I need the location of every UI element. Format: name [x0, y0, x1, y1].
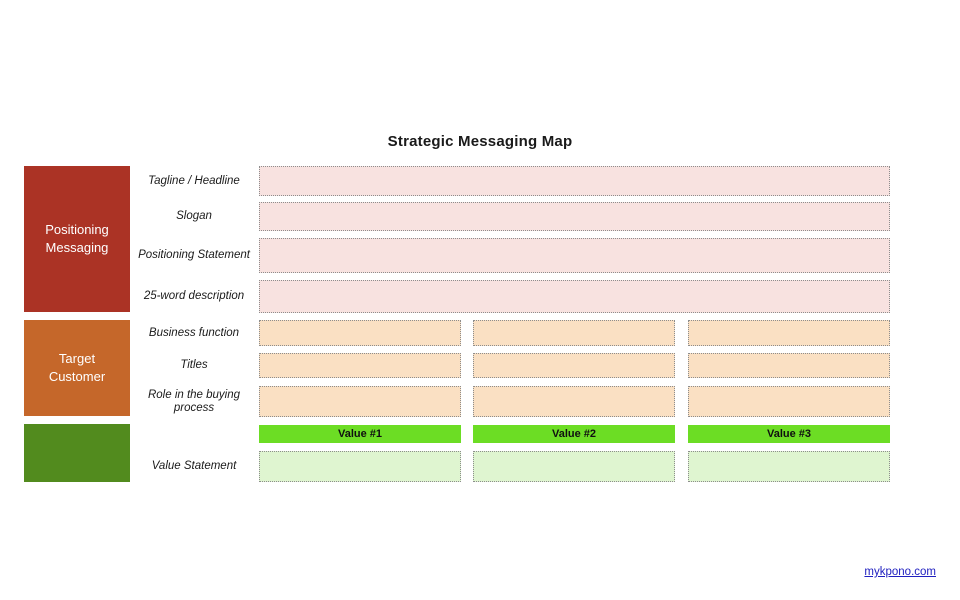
- row-label-value-statement: Value Statement: [151, 460, 237, 472]
- field-positioning-statement[interactable]: [259, 238, 890, 273]
- field-business-function-col1[interactable]: [259, 320, 461, 346]
- category-label-positioning-line2: Messaging: [45, 240, 109, 255]
- row-label-slogan: Slogan: [176, 210, 212, 222]
- category-label-target-line1: Target: [58, 351, 96, 366]
- value-header-3: Value #3: [688, 425, 890, 443]
- category-label-positioning-line1: Positioning: [45, 222, 109, 237]
- footer-link-mykpono[interactable]: mykpono.com: [864, 566, 936, 578]
- row-label-business-function: Business function: [148, 326, 240, 339]
- value-header-1: Value #1: [259, 425, 461, 443]
- field-value-statement-col3[interactable]: [688, 451, 890, 482]
- field-role-in-buying-process-col2[interactable]: [473, 386, 675, 417]
- field-role-in-buying-process-col3[interactable]: [688, 386, 890, 417]
- field-25-word-description[interactable]: [259, 280, 890, 313]
- value-header-2: Value #2: [473, 425, 675, 443]
- field-business-function-col2[interactable]: [473, 320, 675, 346]
- row-label-positioning-statement: Positioning Statement: [138, 249, 250, 261]
- page-title: Strategic Messaging Map: [387, 133, 573, 150]
- field-value-statement-col1[interactable]: [259, 451, 461, 482]
- field-titles-col2[interactable]: [473, 353, 675, 378]
- category-label-target-line2: Customer: [48, 369, 106, 384]
- row-label-tagline: Tagline / Headline: [148, 174, 240, 187]
- field-role-in-buying-process-col1[interactable]: [259, 386, 461, 417]
- field-titles-col1[interactable]: [259, 353, 461, 378]
- field-tagline[interactable]: [259, 166, 890, 196]
- category-block-positioning: Positioning Messaging: [24, 166, 130, 312]
- row-label-role-in-buying-process: Role in the buying process: [147, 388, 241, 414]
- field-value-statement-col2[interactable]: [473, 451, 675, 482]
- field-slogan[interactable]: [259, 202, 890, 231]
- field-business-function-col3[interactable]: [688, 320, 890, 346]
- field-titles-col3[interactable]: [688, 353, 890, 378]
- category-block-target-customer: Target Customer: [24, 320, 130, 416]
- category-block-value: [24, 424, 130, 482]
- row-label-25-word-description: 25-word description: [143, 290, 245, 302]
- row-label-titles: Titles: [180, 359, 208, 371]
